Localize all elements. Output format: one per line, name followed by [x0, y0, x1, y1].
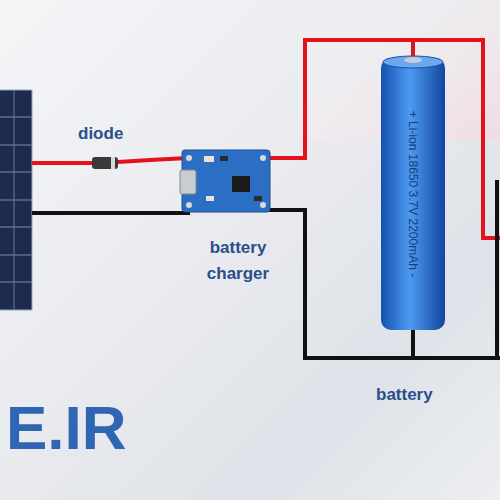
- solar-panel: [0, 90, 32, 310]
- charger-board: [180, 150, 270, 212]
- part-label: battery: [376, 385, 433, 405]
- watermark: E.IR: [6, 392, 127, 463]
- diode-symbol: [92, 157, 118, 169]
- part-label: diode: [78, 124, 123, 144]
- part-label: battery charger: [188, 235, 288, 286]
- battery-cell: [381, 56, 445, 330]
- battery-marking: + Li-ion 18650 3.7V 2200mAh -: [406, 111, 420, 277]
